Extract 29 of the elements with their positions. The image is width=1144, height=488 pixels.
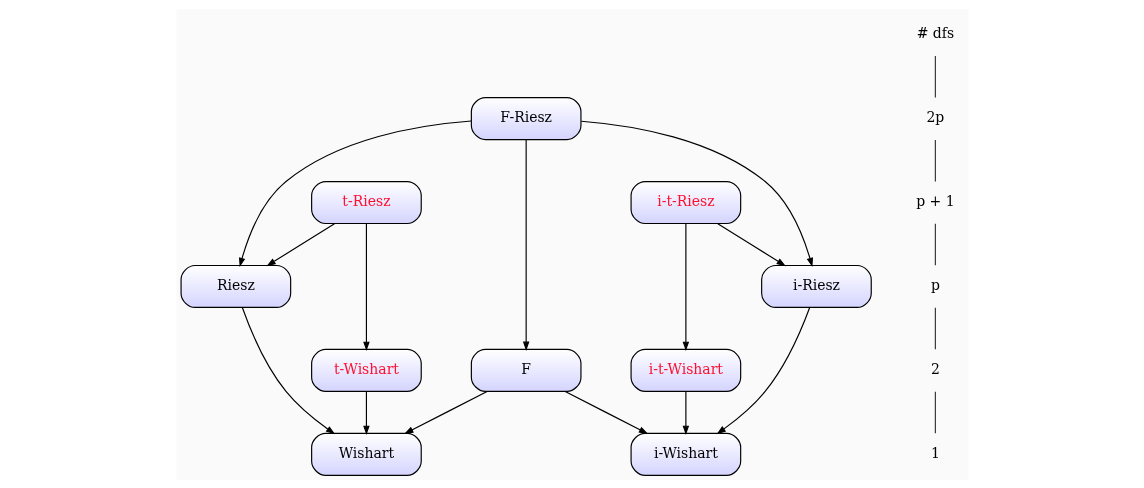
node-box: i-t-Riesz: [630, 180, 741, 224]
arrow: [362, 390, 370, 435]
arrow: [522, 138, 529, 351]
node-box: F-Riesz: [470, 96, 582, 140]
arrow: [241, 306, 335, 434]
node-box: i-Riesz: [760, 264, 872, 308]
node-box: F: [470, 348, 582, 392]
node-box: t-Wishart: [310, 348, 422, 392]
arrow: [682, 390, 689, 435]
label: 2p: [925, 108, 944, 125]
arrow: [238, 119, 472, 267]
node-box: i-Wishart: [630, 432, 741, 476]
label: # dfs: [916, 24, 954, 41]
arrow: [580, 120, 813, 267]
label: 2: [930, 360, 940, 377]
arrow: [716, 222, 786, 266]
arrow: [716, 306, 810, 434]
label: 1: [930, 444, 940, 461]
arrow: [362, 222, 370, 351]
label: p + 1: [915, 192, 955, 209]
arrow: [564, 390, 648, 434]
node-box: t-Riesz: [310, 180, 422, 224]
arrow: [682, 222, 689, 351]
node-box: Wishart: [310, 432, 422, 476]
arrow: [403, 390, 488, 434]
node-box: Riesz: [180, 264, 291, 308]
node-box: i-t-Wishart: [630, 348, 741, 392]
arrow: [265, 222, 335, 266]
label: p: [930, 276, 940, 293]
